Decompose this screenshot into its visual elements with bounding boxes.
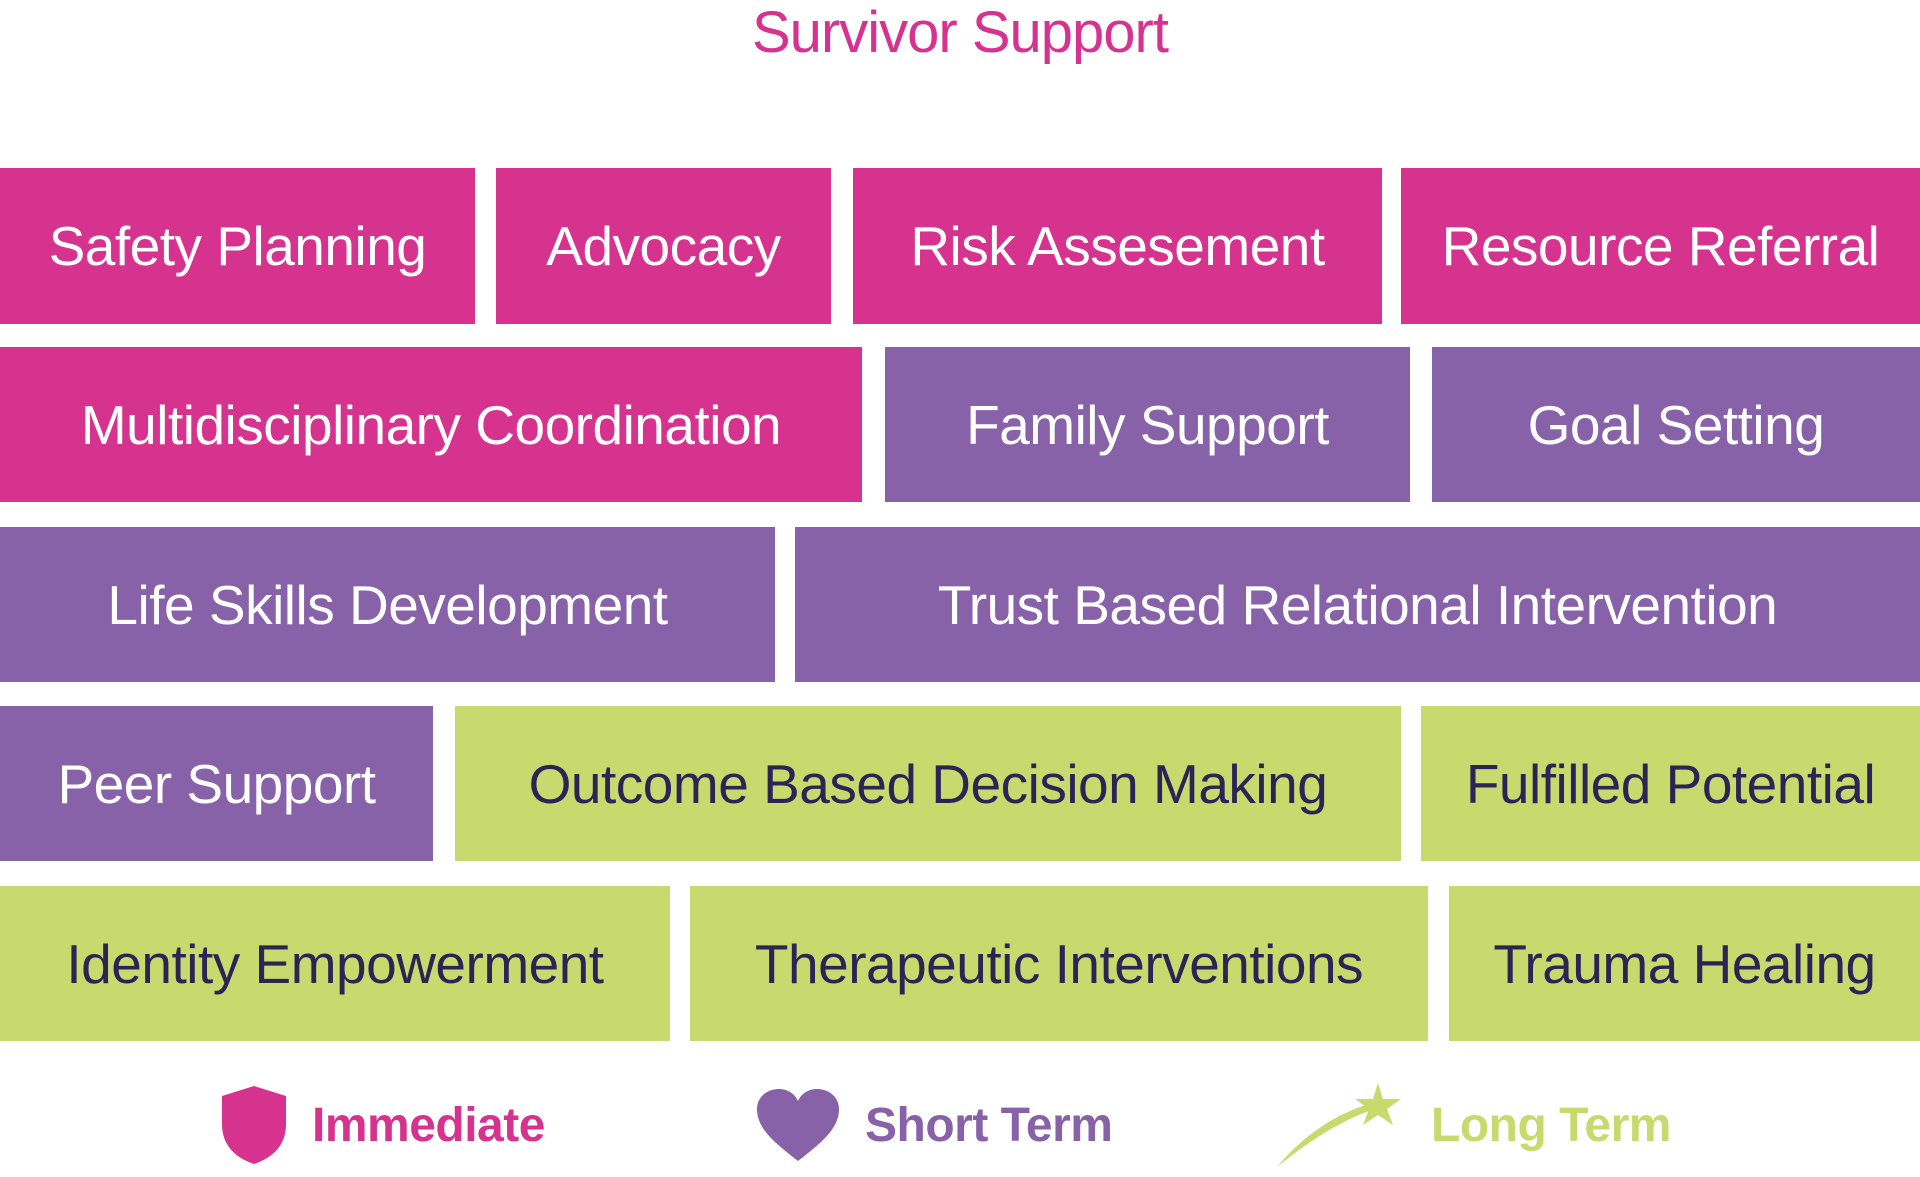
brick-label: Life Skills Development (107, 573, 668, 636)
page-title: Survivor Support (752, 0, 1169, 65)
brick-label: Advocacy (546, 215, 781, 277)
brick-advocacy: Advocacy (496, 168, 831, 324)
legend-short-term: Short Term (755, 1080, 1113, 1170)
legend-long-term: Long Term (1275, 1080, 1671, 1170)
brick-label: Risk Assesement (910, 215, 1325, 277)
brick-life-skills-development: Life Skills Development (0, 527, 775, 682)
legend-label: Long Term (1431, 1098, 1671, 1152)
brick-label: Therapeutic Interventions (754, 932, 1364, 995)
brick-label: Trauma Healing (1493, 932, 1876, 995)
brick-outcome-based-decision-making: Outcome Based Decision Making (455, 706, 1401, 861)
heart-icon (755, 1087, 841, 1163)
shield-icon (220, 1084, 288, 1166)
brick-label: Identity Empowerment (66, 932, 604, 995)
brick-label: Resource Referral (1441, 215, 1880, 277)
brick-label: Goal Setting (1527, 393, 1825, 456)
legend-immediate: Immediate (220, 1080, 545, 1170)
brick-label: Outcome Based Decision Making (528, 752, 1328, 815)
legend-label: Immediate (312, 1098, 545, 1152)
brick-label: Fulfilled Potential (1465, 752, 1876, 815)
brick-family-support: Family Support (885, 347, 1410, 502)
brick-label: Family Support (966, 393, 1329, 456)
brick-fulfilled-potential: Fulfilled Potential (1421, 706, 1920, 861)
brick-risk-assesement: Risk Assesement (853, 168, 1382, 324)
brick-label: Trust Based Relational Intervention (937, 573, 1778, 636)
brick-peer-support: Peer Support (0, 706, 433, 861)
brick-label: Peer Support (57, 752, 376, 815)
brick-trauma-healing: Trauma Healing (1449, 886, 1920, 1041)
brick-identity-empowerment: Identity Empowerment (0, 886, 670, 1041)
brick-multidisciplinary-coordination: Multidisciplinary Coordination (0, 347, 862, 502)
shooting-star-icon (1275, 1081, 1407, 1169)
brick-goal-setting: Goal Setting (1432, 347, 1920, 502)
brick-label: Safety Planning (48, 215, 427, 277)
brick-trust-based-relational-intervention: Trust Based Relational Intervention (795, 527, 1920, 682)
legend-label: Short Term (865, 1098, 1113, 1152)
brick-resource-referral: Resource Referral (1401, 168, 1920, 324)
brick-therapeutic-interventions: Therapeutic Interventions (690, 886, 1428, 1041)
brick-label: Multidisciplinary Coordination (80, 393, 782, 456)
brick-safety-planning: Safety Planning (0, 168, 475, 324)
